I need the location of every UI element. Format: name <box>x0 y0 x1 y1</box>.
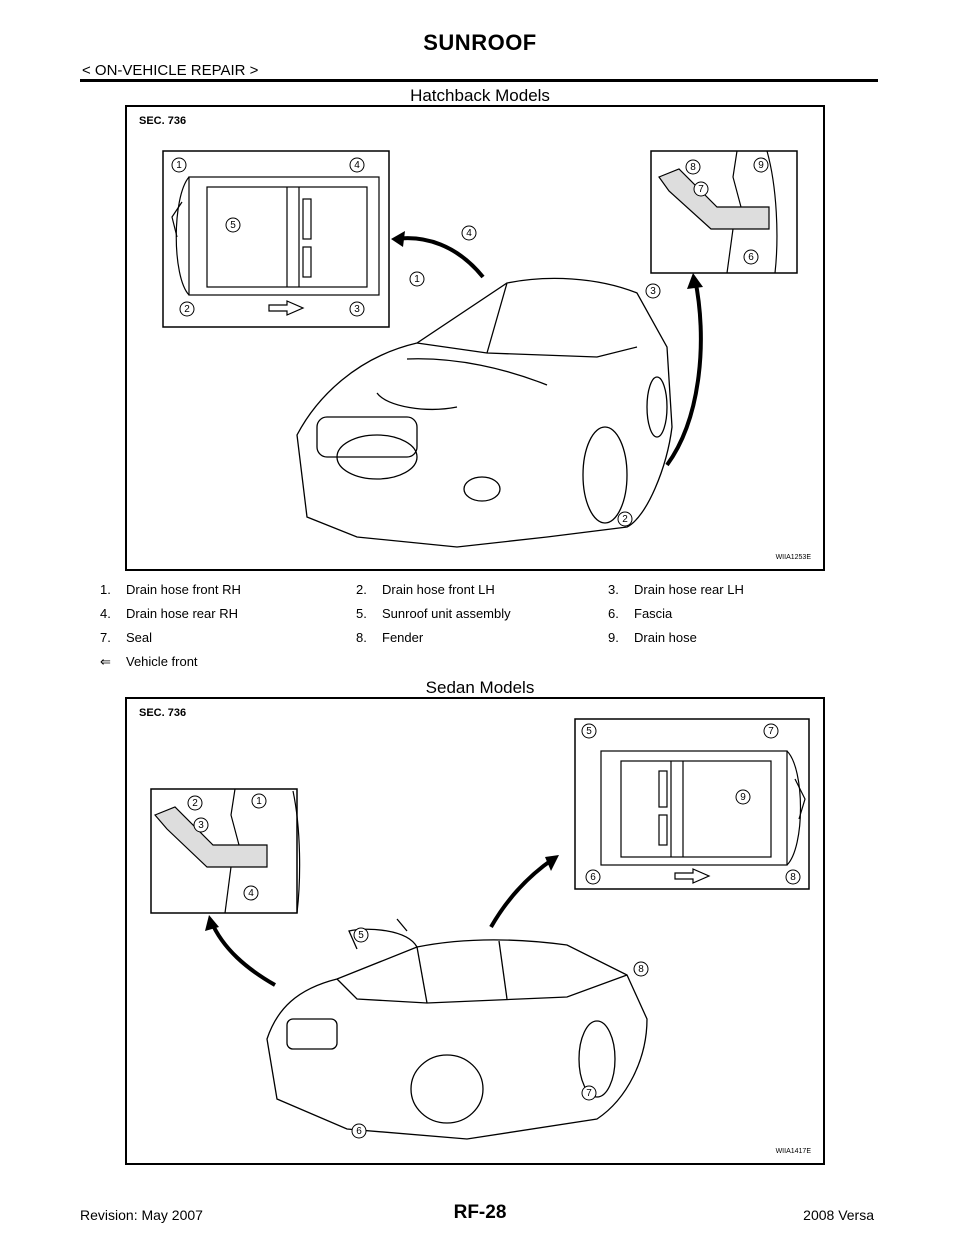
sunroof-topview-inset <box>162 150 390 328</box>
svg-text:7: 7 <box>586 1088 592 1099</box>
sedan-figure: SEC. 736 <box>125 697 825 1165</box>
svg-text:8: 8 <box>790 872 796 883</box>
svg-text:5: 5 <box>586 726 592 737</box>
svg-text:3: 3 <box>354 304 360 315</box>
svg-text:6: 6 <box>356 1126 362 1137</box>
revision-date: Revision: May 2007 <box>80 1207 203 1223</box>
legend-item: 1.Drain hose front RH <box>100 582 241 597</box>
seal-detail-inset <box>650 150 798 274</box>
legend-item: 3.Drain hose rear LH <box>608 582 744 597</box>
hatchback-figure-id: WIIA1253E <box>775 554 811 561</box>
legend-item: 2.Drain hose front LH <box>356 582 495 597</box>
svg-text:1: 1 <box>414 274 420 285</box>
svg-text:6: 6 <box>748 252 754 263</box>
svg-text:7: 7 <box>768 726 774 737</box>
legend-row: 4.Drain hose rear RH 5.Sunroof unit asse… <box>100 606 860 630</box>
svg-text:9: 9 <box>758 160 764 171</box>
page-title: SUNROOF <box>423 30 537 55</box>
hatchback-sec-label: SEC. 736 <box>139 115 187 127</box>
legend-item: 9.Drain hose <box>608 630 697 645</box>
legend-item: 4.Drain hose rear RH <box>100 606 238 621</box>
header-rule <box>80 79 878 82</box>
sedan-callouts: 2 1 3 4 5 7 9 6 8 5 8 7 6 <box>187 723 801 1139</box>
sedan-figure-id: WIIA1417E <box>775 1148 811 1155</box>
hatchback-figure: SEC. 736 <box>125 105 825 571</box>
svg-text:6: 6 <box>590 872 596 883</box>
svg-text:4: 4 <box>466 228 472 239</box>
svg-text:3: 3 <box>198 820 204 831</box>
sedan-illustration: 2 1 3 4 5 7 9 6 8 5 8 7 6 <box>150 718 810 1140</box>
vehicle-model: 2008 Versa <box>803 1207 874 1223</box>
svg-text:8: 8 <box>690 162 696 173</box>
legend-row: ⇐Vehicle front <box>100 654 860 678</box>
legend-item: 6.Fascia <box>608 606 673 621</box>
legend-row: 7.Seal 8.Fender 9.Drain hose <box>100 630 860 654</box>
svg-text:2: 2 <box>192 798 198 809</box>
svg-text:2: 2 <box>622 514 628 525</box>
parts-legend: 1.Drain hose front RH 2.Drain hose front… <box>100 582 860 678</box>
svg-text:9: 9 <box>740 792 746 803</box>
sedan-heading: Sedan Models <box>425 678 535 697</box>
page-number: RF-28 <box>453 1202 507 1223</box>
svg-text:4: 4 <box>354 160 360 171</box>
legend-item: 5.Sunroof unit assembly <box>356 606 511 621</box>
legend-item-vehicle-front: ⇐Vehicle front <box>100 654 198 669</box>
hatchback-illustration: 1 4 5 2 3 8 9 7 6 4 1 3 2 <box>162 150 798 548</box>
legend-row: 1.Drain hose front RH 2.Drain hose front… <box>100 582 860 606</box>
hatchback-heading: Hatchback Models <box>410 86 550 105</box>
seal-detail-inset <box>150 788 301 914</box>
left-arrow-icon: ⇐ <box>100 654 111 669</box>
svg-text:7: 7 <box>698 184 704 195</box>
svg-text:8: 8 <box>638 964 644 975</box>
svg-text:1: 1 <box>256 796 262 807</box>
svg-text:4: 4 <box>248 888 254 899</box>
legend-item: 8.Fender <box>356 630 424 645</box>
legend-item: 7.Seal <box>100 630 153 645</box>
svg-text:5: 5 <box>230 220 236 231</box>
hatchback-callouts: 1 4 5 2 3 8 9 7 6 4 1 3 2 <box>171 157 769 527</box>
sedan-car-drawing <box>266 918 648 1140</box>
sedan-sec-label: SEC. 736 <box>139 707 187 719</box>
svg-text:2: 2 <box>184 304 190 315</box>
sunroof-topview-inset <box>574 718 810 890</box>
hatchback-car-drawing <box>296 277 673 548</box>
svg-text:5: 5 <box>358 930 364 941</box>
svg-text:3: 3 <box>650 286 656 297</box>
svg-text:1: 1 <box>176 160 182 171</box>
section-header: < ON-VEHICLE REPAIR > <box>82 62 259 79</box>
